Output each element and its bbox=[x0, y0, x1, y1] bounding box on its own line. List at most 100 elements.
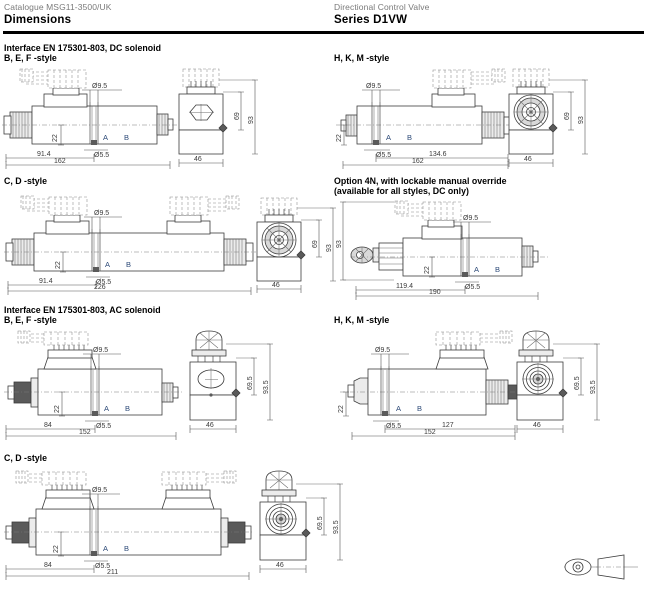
port-label-a-hkm: A bbox=[386, 133, 391, 142]
dim-bore-bottom-ac-hkm: Ø5.5 bbox=[386, 423, 401, 430]
drawing-ac-hkm: Ø9.5 Ø5.5 22 A B 127 152 bbox=[338, 330, 524, 440]
drawing-ac-hkm-endview: 69.5 93.5 46 bbox=[516, 330, 600, 433]
ac-plug-right-cd bbox=[220, 517, 252, 548]
override-housing bbox=[378, 242, 404, 271]
dim-end-width-cd: 46 bbox=[272, 282, 280, 289]
port-label-b-ac: B bbox=[125, 404, 130, 413]
dim-bore-top-ac: Ø9.5 bbox=[93, 347, 108, 354]
port-label-a: A bbox=[103, 133, 108, 142]
drawing-dc-cd-endview: 69 93 46 bbox=[256, 197, 336, 293]
ac-pin-marker-cd bbox=[301, 528, 311, 538]
dim-len-partial-ac-hkm: 127 bbox=[442, 422, 454, 429]
dim-height-22-ac: 22 bbox=[54, 405, 61, 413]
dim-height-93-4n: 93 bbox=[336, 240, 343, 248]
heading-cd-dc: C, D -style bbox=[4, 176, 48, 186]
dim-end-width-ac-cd: 46 bbox=[276, 562, 284, 569]
product-category: Directional Control Valve bbox=[334, 2, 430, 12]
ac-end-view-base-cd bbox=[259, 534, 307, 561]
din-connector-hkm bbox=[432, 68, 506, 96]
end-view-base bbox=[178, 129, 224, 155]
pin-marker bbox=[218, 123, 228, 133]
heading-cd-ac: C, D -style bbox=[4, 453, 48, 463]
dim-bore-top: Ø9.5 bbox=[92, 83, 107, 90]
coil-housing-hkm bbox=[431, 93, 476, 108]
end-cap-left-hkm bbox=[340, 114, 358, 137]
ac-coil-top-hkm bbox=[439, 349, 485, 359]
dim-len-total-cd: 226 bbox=[94, 284, 106, 291]
din-connector-dc bbox=[19, 68, 87, 96]
dim-bore-bottom-ac-cd: Ø5.5 bbox=[95, 563, 110, 570]
dim-len-total-ac-cd: 211 bbox=[107, 569, 118, 576]
dim-bore-bottom: Ø5.5 bbox=[94, 152, 109, 159]
dim-end-h-inner: 69 bbox=[234, 112, 241, 120]
dim-height-22-ac-hkm: 22 bbox=[338, 405, 345, 413]
dim-height-22-4n: 22 bbox=[424, 266, 431, 274]
mounting-bore-detail bbox=[89, 102, 99, 145]
dim-len-partial-cd: 91.4 bbox=[39, 278, 53, 285]
mounting-bore-detail-ac-hkm bbox=[380, 366, 390, 416]
dim-len-total-hkm: 162 bbox=[412, 158, 424, 165]
din-connector-cd-left bbox=[20, 195, 88, 223]
coil-housing bbox=[43, 93, 88, 108]
drawing-dc-bef-endview: 69 93 46 bbox=[178, 68, 258, 167]
product-series: Series D1VW bbox=[334, 14, 408, 26]
dim-bore-top-ac-hkm: Ø9.5 bbox=[375, 347, 390, 354]
port-label-b-cd: B bbox=[126, 260, 131, 269]
pin-marker-hkm bbox=[548, 123, 558, 133]
heading-dc-style: B, E, F -style bbox=[4, 53, 57, 63]
header-left: Catalogue MSG11-3500/UK Dimensions bbox=[4, 2, 112, 27]
dim-len-partial: 91.4 bbox=[37, 151, 51, 158]
din-connector-cd-right bbox=[169, 195, 240, 223]
din-connector-endview-cd bbox=[260, 197, 298, 223]
coil-housing-cd-right bbox=[166, 220, 211, 235]
end-view-base-hkm bbox=[508, 129, 554, 155]
din-connector-ac-cd-right bbox=[161, 470, 237, 490]
heading-option-4n-2: (available for all styles, DC only) bbox=[334, 186, 469, 196]
drawing-dc-hkm-endview: 69 93 46 bbox=[508, 68, 588, 167]
port-label-a-ac-cd: A bbox=[103, 544, 108, 553]
port-label-a-ac-hkm: A bbox=[396, 404, 401, 413]
ac-pin-marker bbox=[231, 388, 241, 398]
end-cap-right-4n bbox=[521, 245, 539, 268]
ac-connector-endview bbox=[191, 330, 227, 362]
coil-housing-4n bbox=[421, 225, 463, 240]
dim-bore-bottom-hkm: Ø5.5 bbox=[376, 152, 391, 159]
dim-bore-top-hkm: Ø9.5 bbox=[366, 83, 381, 90]
heading-hkm-ac: H, K, M -style bbox=[334, 315, 390, 325]
dim-end-h-inner-ac-hkm: 69.5 bbox=[574, 376, 581, 390]
manual-override-knob bbox=[350, 246, 380, 264]
heading-hkm-dc: H, K, M -style bbox=[334, 53, 390, 63]
din-connector-endview-hkm bbox=[512, 68, 550, 95]
catalogue-number: Catalogue MSG11-3500/UK bbox=[4, 2, 112, 12]
port-label-b-4n: B bbox=[495, 265, 500, 274]
port-label-a-ac: A bbox=[104, 404, 109, 413]
solenoid-left-cd bbox=[5, 238, 35, 266]
ac-coil-shoulder bbox=[43, 356, 97, 370]
first-angle-projection-symbol bbox=[564, 554, 638, 580]
din-connector-4n bbox=[394, 200, 462, 228]
dim-bore-bottom-ac: Ø5.5 bbox=[96, 423, 111, 430]
dim-len-total-4n: 190 bbox=[429, 289, 441, 296]
din-connector-ac bbox=[17, 330, 89, 350]
dim-height-22-cd: 22 bbox=[55, 261, 62, 269]
dim-bore-bottom-4n: Ø5.5 bbox=[465, 284, 480, 291]
ac-plug-left-cd bbox=[5, 517, 37, 548]
knurled-nut-face-cd bbox=[261, 222, 297, 258]
port-label-b-ac-cd: B bbox=[124, 544, 129, 553]
ac-concentric-face-hkm bbox=[522, 363, 554, 395]
ac-pin-marker-hkm bbox=[558, 388, 568, 398]
dim-len-total-ac: 152 bbox=[79, 429, 91, 436]
dim-bore-top-4n: Ø9.5 bbox=[463, 215, 478, 222]
dim-end-h-outer-ac-cd: 93.5 bbox=[333, 520, 340, 534]
ac-concentric-face-cd bbox=[265, 503, 297, 535]
ac-hex-cap-left bbox=[347, 377, 369, 405]
dim-end-h-outer-ac-hkm: 93.5 bbox=[590, 380, 597, 394]
port-label-a-4n: A bbox=[474, 265, 479, 274]
dim-len-total: 162 bbox=[54, 158, 66, 165]
end-cap-right-ac bbox=[161, 382, 179, 403]
drawing-ac-cd: Ø9.5 Ø5.5 22 A B 84 211 bbox=[4, 470, 254, 580]
drawing-option-4n: 93 bbox=[336, 200, 548, 300]
drawing-ac-cd-endview: 69.5 93.5 46 bbox=[259, 470, 343, 573]
ac-connector-endview-cd bbox=[261, 470, 297, 502]
